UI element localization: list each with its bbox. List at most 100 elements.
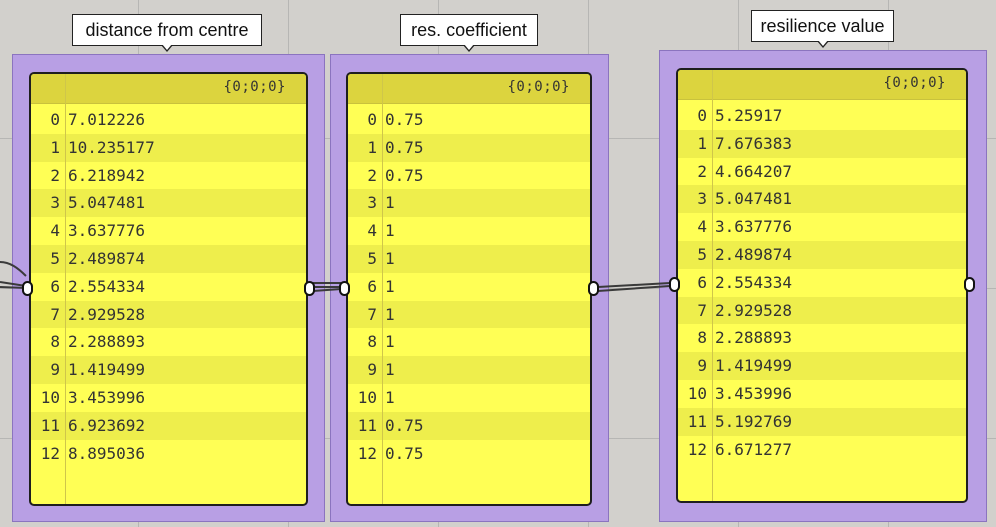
list-item: 5 2.489874 [31,244,306,273]
list-item: 6 2.554334 [678,268,966,297]
output-grip-distance[interactable] [304,281,315,296]
item-value: 1.419499 [715,356,793,376]
item-value: 2.554334 [68,276,146,296]
item-value: 3.637776 [68,221,146,241]
input-grip-coefficient[interactable] [339,281,350,296]
item-index: 7 [367,304,377,324]
panel-label-distance-from-centre: distance from centre [72,14,262,52]
item-value: 5.192769 [715,411,793,431]
panel-header: {0;0;0} [678,70,966,100]
item-value: 5.047481 [68,193,146,213]
list-item: 3 5.047481 [31,189,306,218]
item-index: 4 [697,217,707,237]
item-value: 7.012226 [68,110,146,129]
item-value: 7.676383 [715,133,793,153]
input-grip-distance[interactable] [22,281,33,296]
item-index: 8 [367,332,377,352]
item-value: 0.75 [385,137,424,157]
item-value: 0.75 [385,110,424,129]
wire-panel1-to-panel2 [312,282,342,292]
list-item: 5 2.489874 [678,240,966,269]
list-item: 9 1.419499 [31,356,306,384]
item-index: 9 [697,356,707,376]
item-index: 2 [50,165,60,185]
item-index: 4 [367,221,377,241]
item-value: 1 [385,360,395,380]
input-grip-resilience[interactable] [669,277,680,292]
item-value: 5.25917 [715,106,783,125]
item-index: 1 [367,137,377,157]
wire-input-left [0,261,27,289]
item-value: 4.664207 [715,161,793,181]
item-value: 2.489874 [715,244,793,264]
panel-header: {0;0;0} [348,74,590,104]
item-value: 2.489874 [68,248,146,268]
item-index: 10 [357,387,377,407]
item-index: 3 [50,193,60,213]
item-value: 1 [385,304,395,324]
item-value: 2.288893 [715,328,793,348]
item-index: 10 [687,383,707,403]
item-index: 2 [367,165,377,185]
index-divider [382,74,383,504]
item-index: 6 [367,276,377,296]
output-grip-coefficient[interactable] [588,281,599,296]
item-value: 0.75 [385,415,424,435]
item-value: 6.671277 [715,439,793,459]
item-index: 9 [367,360,377,380]
item-index: 5 [697,244,707,264]
item-index: 5 [50,248,60,268]
item-value: 1 [385,221,395,241]
item-index: 1 [697,133,707,153]
item-index: 11 [687,411,707,431]
item-index: 12 [357,443,377,463]
item-index: 6 [697,272,707,292]
item-index: 12 [40,443,60,463]
item-index: 9 [50,360,60,380]
item-value: 1 [385,276,395,296]
item-index: 3 [367,193,377,213]
index-divider [712,70,713,501]
item-value: 2.929528 [715,300,793,320]
panel-label-resilience-value: resilience value [751,10,894,48]
item-value: 2.288893 [68,332,146,352]
item-value: 6.923692 [68,415,146,435]
item-index: 0 [367,110,377,129]
index-divider [65,74,66,504]
item-value: 1.419499 [68,360,146,380]
panel-label-res-coefficient: res. coefficient [400,14,538,52]
wire-panel2-to-panel3 [597,282,671,292]
item-value: 1 [385,248,395,268]
item-value: 2.554334 [715,272,793,292]
output-grip-resilience[interactable] [964,277,975,292]
